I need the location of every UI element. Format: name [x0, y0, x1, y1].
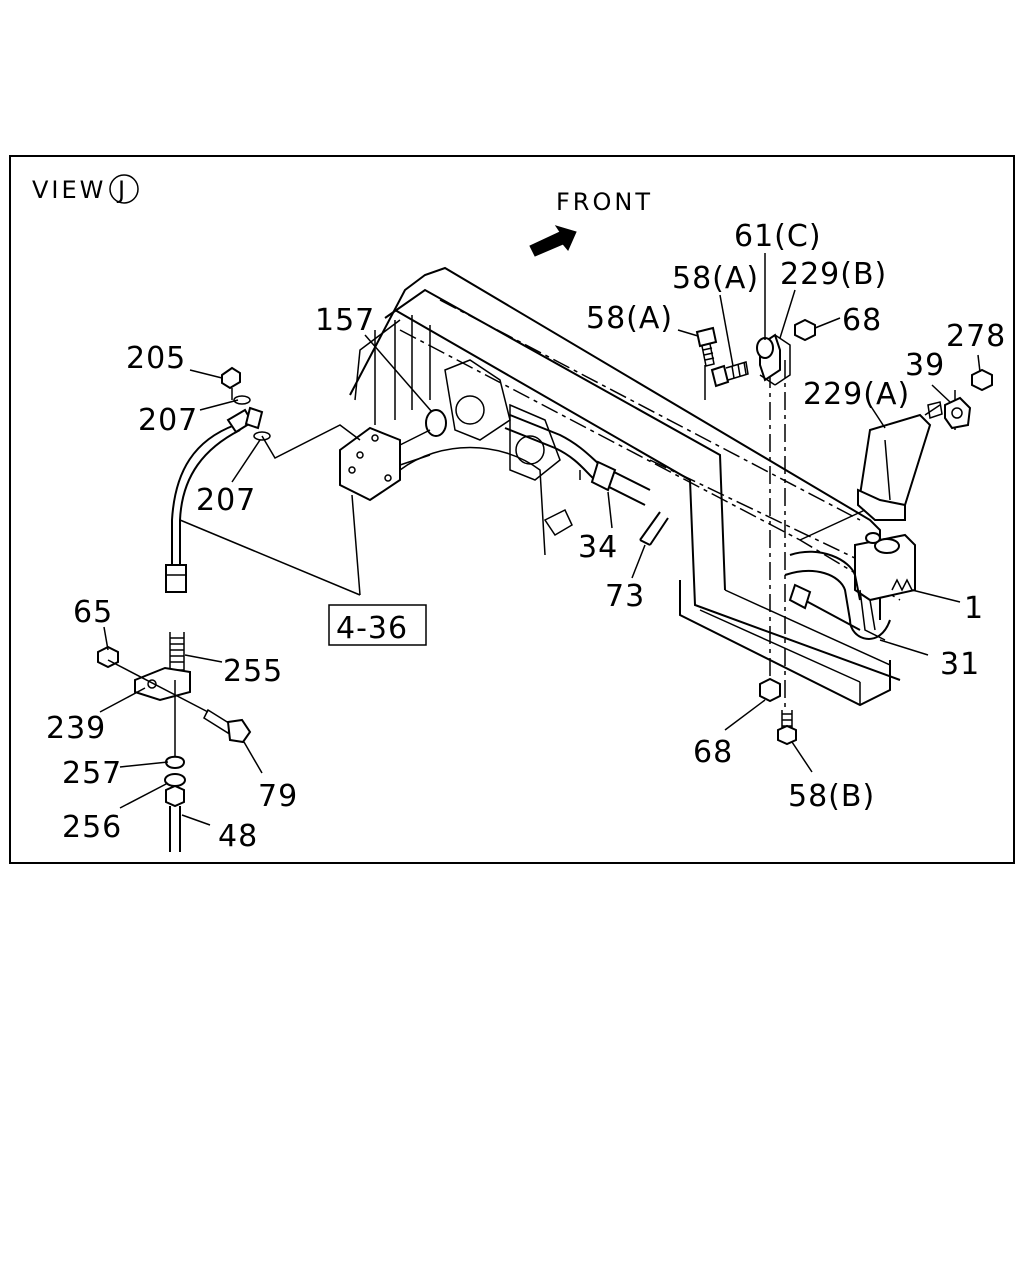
callout-256: 256 — [62, 810, 122, 845]
callout-207-bottom: 207 — [196, 483, 256, 518]
callout-205: 205 — [126, 341, 186, 376]
bolt-58b — [777, 710, 797, 746]
bolt-79 — [203, 708, 252, 744]
bracket-239 — [134, 666, 191, 702]
view-letter: J — [116, 176, 125, 204]
clamp-39 — [927, 396, 972, 430]
hose-73 — [639, 511, 669, 546]
part-157-oring — [425, 409, 447, 437]
callout-257: 257 — [62, 756, 122, 791]
leader-lines — [99, 253, 981, 826]
pipe-34 — [504, 414, 651, 506]
chassis-frame — [349, 266, 901, 707]
front-arrow-icon — [529, 225, 577, 257]
pipe-31 — [784, 550, 891, 640]
callout-73: 73 — [605, 579, 645, 614]
bolt-205 — [221, 366, 241, 400]
callout-61c: 61(C) — [734, 219, 822, 254]
washer-256 — [164, 773, 186, 808]
callout-39: 39 — [905, 348, 945, 383]
callout-58b: 58(B) — [788, 779, 875, 814]
ref-box — [328, 604, 427, 646]
callout-229a: 229(A) — [803, 377, 910, 412]
callout-207-top: 207 — [138, 403, 198, 438]
bolt-58a-mid — [704, 361, 749, 400]
callout-31: 31 — [940, 647, 980, 682]
callout-58a-top: 58(A) — [672, 261, 759, 296]
callout-68-top: 68 — [842, 303, 882, 338]
ref-box-label: 4-36 — [336, 611, 408, 646]
nut-68-top — [794, 318, 816, 342]
callout-58a-mid: 58(A) — [586, 301, 673, 336]
callout-65: 65 — [73, 595, 113, 630]
callout-229b: 229(B) — [780, 257, 887, 292]
view-letter-circle — [109, 174, 139, 204]
callout-278: 278 — [946, 319, 1006, 354]
part-207-fitting — [244, 406, 264, 430]
reservoir-1 — [854, 532, 916, 641]
callout-68-bottom: 68 — [693, 735, 733, 770]
nut-278 — [971, 368, 993, 392]
callout-48: 48 — [218, 819, 258, 854]
callout-79: 79 — [258, 779, 298, 814]
diagram-frame — [9, 155, 1015, 864]
hose-48 — [169, 806, 181, 852]
view-label: VIEW — [32, 176, 106, 204]
callout-255: 255 — [223, 654, 283, 689]
hose-assembly — [165, 408, 254, 593]
clip-257 — [165, 755, 186, 769]
washer-207-top — [233, 395, 251, 405]
pump-assembly — [339, 426, 431, 502]
callout-239: 239 — [46, 711, 106, 746]
nut-68-bottom — [759, 677, 781, 703]
bolt-58a-top — [695, 326, 718, 367]
washer-207-bottom — [253, 431, 271, 441]
callout-34: 34 — [578, 530, 618, 565]
callout-157: 157 — [315, 303, 375, 338]
stud-255 — [169, 632, 185, 671]
bracket-229a — [857, 404, 941, 521]
front-label: FRONT — [556, 188, 653, 216]
callout-1: 1 — [964, 591, 984, 626]
